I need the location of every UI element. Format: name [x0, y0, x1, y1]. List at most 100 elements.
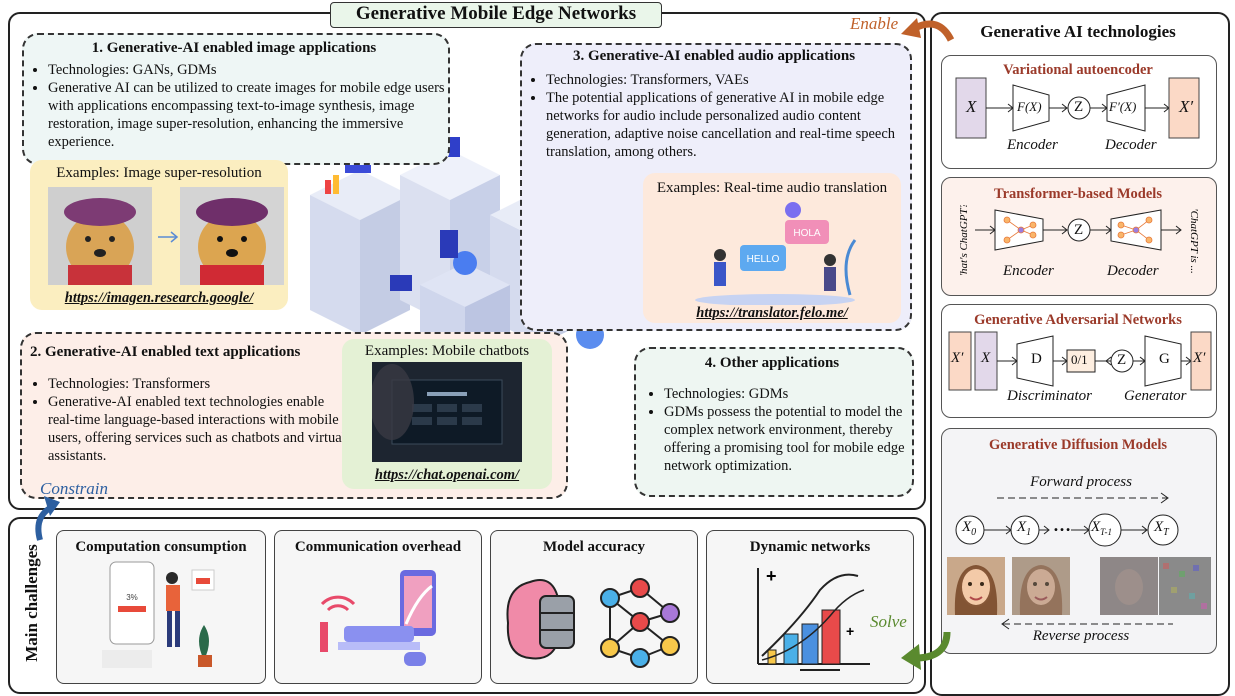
gdm-forward-label: Forward process: [1030, 474, 1132, 490]
vae-encoder-label: Encoder: [1007, 137, 1058, 153]
dog-image-low-res: [48, 187, 152, 285]
gdm-node-letter: X: [1017, 519, 1027, 535]
gdm-node-x1: X1: [1017, 519, 1031, 538]
gan-diagram: [948, 331, 1212, 391]
other-applications-box: [634, 347, 914, 497]
main-title: Generative Mobile Edge Networks: [330, 2, 662, 28]
person-figure: [166, 572, 178, 584]
challenges-side-label: Main challenges: [22, 544, 41, 662]
box2-bullets: Technologies: Transformers Generative-AI…: [30, 375, 353, 465]
gan-z: Z: [1117, 352, 1127, 368]
gan-g: G: [1159, 351, 1170, 367]
person-figure: [824, 254, 836, 266]
server-icon: [390, 275, 412, 291]
vae-xprime: X′: [1179, 97, 1194, 116]
gdm-node-sub: T: [1163, 527, 1169, 538]
gan-generator-label: Generator: [1124, 388, 1187, 404]
enable-label: Enable: [850, 14, 899, 33]
svg-text:+: +: [766, 566, 777, 586]
solve-arrow: [901, 631, 951, 670]
gdm-node-sub: 1: [1026, 527, 1032, 538]
box4-title: 4. Other applications: [704, 355, 840, 371]
box3-bullet: The potential applications of generative…: [546, 89, 916, 161]
hola-bubble: HOLA: [793, 228, 821, 239]
transformer-encoder-label: Encoder: [1003, 263, 1054, 279]
box4-bullets: Technologies: GDMs GDMs possess the pote…: [646, 385, 920, 475]
gdm-node-xt: XT: [1154, 519, 1169, 538]
box1-bullet: Generative AI can be utilized to create …: [48, 79, 450, 151]
constrain-arrow: [35, 496, 60, 541]
vae-title: Variational autoencoder: [1003, 62, 1153, 78]
dynamic-title: Dynamic networks: [749, 539, 871, 555]
server-icon: [440, 230, 458, 258]
box1-bullets: Technologies: GANs, GDMs Generative AI c…: [30, 61, 450, 151]
gdm-reverse-label: Reverse process: [1032, 628, 1130, 644]
diffusion-face-noisy: [1100, 557, 1158, 615]
gdm-node-letter: X: [1091, 519, 1101, 535]
box4-bullet: Technologies: GDMs: [664, 385, 920, 403]
box3-bullets: Technologies: Transformers, VAEs The pot…: [528, 71, 916, 161]
forward-arrow: [997, 492, 1169, 504]
gan-d: D: [1031, 351, 1042, 367]
communication-card: Communication overhead: [274, 530, 482, 684]
box1-link[interactable]: https://imagen.research.google/: [64, 290, 254, 306]
transformer-z: Z: [1074, 222, 1084, 238]
box2-example-title: Examples: Mobile chatbots: [364, 343, 530, 359]
vae-fpx: F′(X): [1109, 99, 1137, 114]
box1-title: 1. Generative-AI enabled image applicati…: [91, 40, 377, 56]
gdm-ellipsis: …: [1053, 515, 1071, 535]
chart-icon: [333, 175, 339, 194]
vae-z: Z: [1074, 99, 1084, 115]
communication-title: Communication overhead: [294, 539, 462, 555]
robot-icon: [453, 251, 477, 275]
vae-fx: F(X): [1017, 99, 1042, 114]
box4-bullet: GDMs possess the potential to model the …: [664, 403, 920, 475]
chatbot-laptop-image: [372, 362, 522, 462]
hello-bubble: HELLO: [747, 254, 780, 265]
reverse-arrow: [1001, 618, 1173, 630]
accuracy-illustration: [506, 578, 680, 668]
box3-example-title: Examples: Real-time audio translation: [656, 180, 888, 196]
computation-title: Computation consumption: [75, 539, 247, 555]
box2-bullet: Generative-AI enabled text technologies …: [48, 393, 353, 465]
box2-title: 2. Generative-AI enabled text applicatio…: [30, 344, 301, 360]
transformer-title: Transformer-based Models: [994, 186, 1162, 202]
transformer-input-text: 'What's ChatGPT?': [958, 205, 970, 275]
gdm-node-xt1: XT-1: [1091, 519, 1112, 537]
solve-label: Solve: [870, 612, 907, 631]
transformer-decoder-label: Decoder: [1107, 263, 1159, 279]
box3-bullet: Technologies: Transformers, VAEs: [546, 71, 916, 89]
diffusion-face-clean: [947, 557, 1005, 615]
image-applications-box: [22, 33, 450, 165]
transformer-output-text: 'ChatGPT is ...: [1188, 208, 1200, 273]
box3-link[interactable]: https://translator.felo.me/: [696, 305, 848, 321]
vae-diagram: [955, 77, 1200, 139]
technologies-title: Generative AI technologies: [980, 22, 1176, 41]
vae-decoder-label: Decoder: [1105, 137, 1157, 153]
diffusion-face-slightly-noisy: [1012, 557, 1070, 615]
gdm-chain: [955, 513, 1179, 547]
box2-link[interactable]: https://chat.openai.com/: [374, 467, 520, 483]
dynamic-card: Dynamic networks: [706, 530, 914, 684]
chart-icon: [325, 180, 331, 194]
translation-illustration: HELLO HOLA: [695, 202, 857, 305]
enable-arrow: [901, 18, 955, 42]
gan-x: X: [981, 350, 991, 366]
gan-xprime-right: X′: [1193, 350, 1206, 366]
gdm-node-letter: X: [1154, 519, 1164, 535]
dog-image-high-res: [180, 187, 284, 285]
gdm-node-letter: X: [962, 519, 972, 535]
box1-example-title: Examples: Image super-resolution: [56, 165, 262, 181]
svg-text:+: +: [846, 623, 854, 639]
right-arrow-icon: [158, 231, 179, 243]
vae-x: X: [966, 97, 977, 116]
constrain-label: Constrain: [40, 479, 109, 498]
gan-xprime-left: X′: [951, 350, 964, 366]
accuracy-title: Model accuracy: [542, 539, 646, 555]
computation-illustration: 3%: [102, 561, 215, 668]
phone-battery-text: 3%: [126, 593, 138, 602]
communication-illustration: [320, 570, 436, 666]
gdm-node-sub: 0: [971, 527, 977, 538]
gan-title: Generative Adversarial Networks: [974, 312, 1182, 328]
gan-discriminator-label: Discriminator: [1007, 388, 1093, 404]
